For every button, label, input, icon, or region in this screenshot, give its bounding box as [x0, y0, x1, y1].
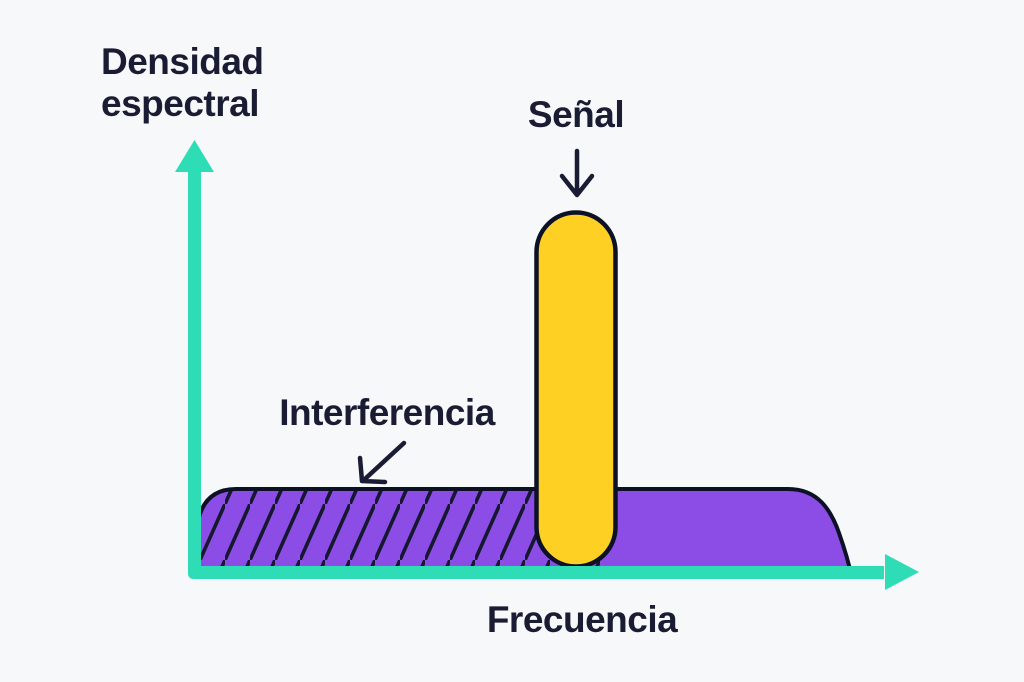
- signal-annotation-arrow-icon: [559, 148, 595, 198]
- x-axis-arrowhead-icon: [885, 554, 919, 590]
- x-axis-label: Frecuencia: [486, 599, 678, 640]
- interference-annotation-arrow-icon: [357, 440, 407, 485]
- signal-label: Señal: [527, 94, 625, 135]
- interference-label: Interferencia: [279, 392, 495, 433]
- interference-outline: [194, 487, 854, 579]
- y-axis-label: Densidad espectral: [101, 41, 264, 124]
- y-axis-arrowhead-icon: [175, 140, 214, 172]
- interference-hatch-pattern: [196, 489, 600, 578]
- signal-bar: [534, 210, 618, 569]
